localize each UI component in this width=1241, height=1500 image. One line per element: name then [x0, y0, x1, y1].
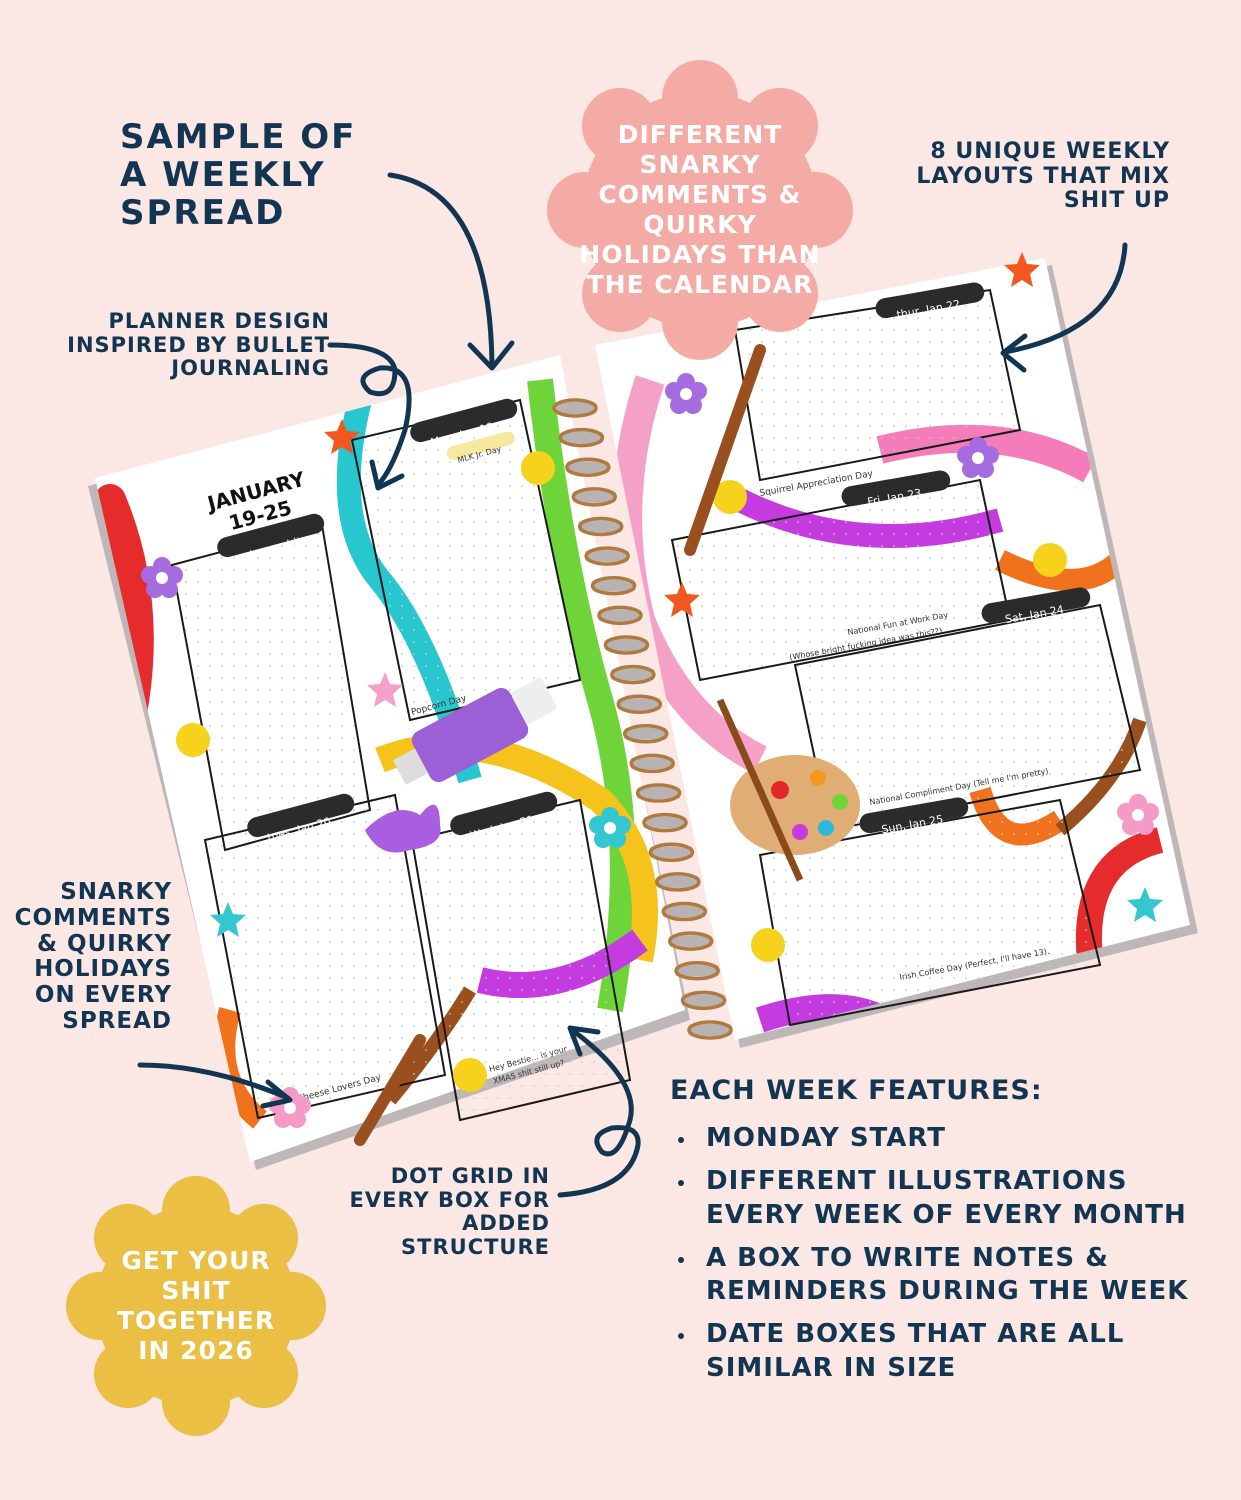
spiral-ring	[622, 724, 669, 744]
spiral-hole	[675, 964, 720, 977]
callout-sample-spread: Sample of a weekly spread	[120, 117, 357, 234]
features-list: Monday start Different illustrations eve…	[670, 1122, 1230, 1385]
spiral-hole	[662, 905, 707, 918]
spiral-ring	[610, 664, 656, 685]
mon-tab	[410, 398, 518, 443]
features-heading: Each week features:	[670, 1075, 1043, 1106]
feature-item: Monday start	[678, 1122, 1230, 1155]
sun-tab	[859, 797, 969, 834]
spiral-hole	[630, 757, 675, 770]
spiral-ring	[629, 753, 675, 774]
gold-badge: Get your shit together in 2026	[65, 1175, 327, 1437]
feature-item: Different illustrations every week of ev…	[678, 1165, 1230, 1232]
spiral-hole	[565, 461, 610, 474]
spiral-hole	[553, 402, 597, 414]
sun-box[interactable]	[758, 798, 1102, 1027]
spiral-hole	[688, 1024, 732, 1036]
spiral-ring	[655, 872, 701, 892]
spiral-ring	[584, 546, 630, 566]
spiral-hole	[643, 816, 687, 829]
spiral-hole	[681, 994, 726, 1007]
flower-sticker	[957, 437, 999, 478]
spiral-ring	[635, 783, 682, 803]
spiral-ring	[680, 990, 727, 1011]
thur-tab	[875, 282, 985, 319]
spiral-ring	[597, 605, 643, 626]
spiral-ring	[552, 398, 598, 418]
notes-tab	[217, 513, 325, 558]
flower-sticker	[589, 807, 631, 848]
tues-tab	[247, 793, 355, 838]
mon-holiday-pill	[446, 431, 515, 460]
features-block: Each week features: Monday start Differe…	[670, 1075, 1230, 1395]
spiral-hole	[578, 520, 623, 533]
spiral-hole	[604, 638, 649, 651]
flower-sticker	[1117, 794, 1159, 835]
paint-palette-illustration	[716, 698, 860, 882]
fri-tab	[841, 470, 951, 507]
spiral-hole	[623, 727, 668, 740]
callout-weekly-layouts: 8 unique weekly layouts that mix shit up	[916, 139, 1170, 214]
callout-dot-grid: Dot grid in every box for added structur…	[349, 1164, 550, 1259]
spiral-ring	[648, 842, 695, 863]
spiral-ring	[674, 961, 720, 981]
spiral-hole	[655, 875, 700, 888]
flower-sticker	[665, 373, 707, 414]
spiral-binding	[552, 398, 733, 1040]
paint-tube-illustration	[392, 678, 557, 785]
spiral-hole	[585, 550, 630, 563]
spiral-hole	[610, 668, 655, 681]
spiral-hole	[668, 935, 713, 948]
sat-tab	[981, 587, 1091, 624]
spiral-ring	[603, 635, 650, 655]
spiral-ring	[642, 812, 688, 833]
spiral-ring	[571, 487, 618, 507]
star-sticker	[210, 902, 246, 937]
star-sticker	[1127, 887, 1163, 922]
spiral-hole	[598, 609, 642, 622]
spiral-hole	[617, 698, 662, 711]
callout-planner-design: Planner design inspired by bullet journa…	[67, 309, 330, 381]
scalloped-badge-shape	[547, 60, 853, 360]
spiral-ring	[661, 901, 708, 922]
spiral-ring	[667, 931, 714, 951]
spiral-ring	[590, 575, 637, 596]
spiral-ring	[616, 694, 663, 714]
pink-badge-text: Different snarky comments & quirky holid…	[579, 120, 821, 299]
spiral-ring	[558, 427, 605, 448]
feature-item: Date boxes that are all similar in size	[678, 1318, 1230, 1385]
spiral-ring	[565, 457, 611, 477]
spiral-hole	[591, 579, 636, 592]
spiral-ring	[577, 516, 624, 537]
star-sticker	[664, 582, 700, 617]
pink-badge: Different snarky comments & quirky holid…	[545, 60, 855, 360]
feature-item: A box to write notes & reminders during …	[678, 1242, 1230, 1309]
spiral-hole	[559, 431, 604, 444]
paintbrush-illustration	[354, 1034, 426, 1146]
scalloped-badge-shape	[66, 1176, 326, 1436]
smiley-sticker	[176, 451, 1067, 1092]
spiral-hole	[572, 490, 617, 503]
wed-tab	[450, 791, 558, 836]
spiral-ring	[687, 1020, 733, 1040]
spiral-hole	[649, 846, 694, 859]
star-sticker	[367, 672, 403, 707]
spiral-hole	[636, 787, 681, 800]
gold-badge-text: Get your shit together in 2026	[116, 1246, 276, 1365]
flower-sticker	[141, 557, 183, 598]
callout-snarky-comments: Snarky comments & quirky holidays on eve…	[14, 879, 172, 1034]
paintbrush-illustration	[684, 344, 766, 556]
paint-splat	[365, 804, 441, 853]
